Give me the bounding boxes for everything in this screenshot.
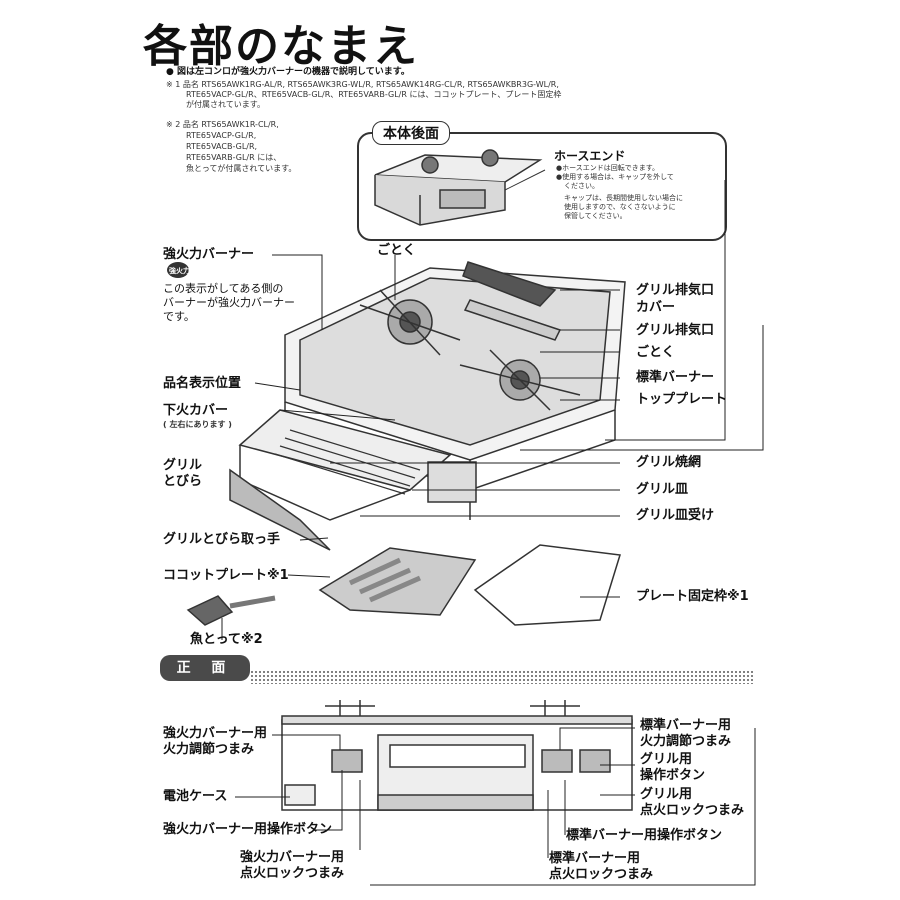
hose-note-4: キャップは、長期間使用しない場合に [564,194,683,202]
note-2-line-1: ※ 2 品名 RTS65AWK1R-CL/R, [166,120,279,129]
front-std-lock-1: 標準バーナー用 [549,851,641,866]
section-divider [250,670,755,684]
front-stove-drawing [281,700,633,811]
label-grill-vent: グリル排気口 [636,323,715,338]
label-grill-net: グリル焼網 [636,455,702,470]
front-grill-lock-2: 点火ロックつまみ [640,803,745,818]
label-top-plate: トッププレート [636,392,728,407]
front-strong-lock-2: 点火ロックつまみ [240,866,345,881]
front-view-tag: 正 面 [160,655,250,681]
page-title: 各部のなまえ [143,21,419,72]
label-grill-door-2: とびら [163,474,203,489]
label-grill-vent-cover-2: カバー [636,300,676,315]
front-grill-button-2: 操作ボタン [640,768,706,783]
note-2-line-3: RTE65VACB-GL/R, [186,142,258,151]
front-strong-knob-1: 強火力バーナー用 [163,726,268,741]
label-plate-frame: プレート固定枠※1 [636,589,749,604]
label-grill-pan: グリル皿 [636,482,689,497]
label-grill-vent-cover-1: グリル排気口 [636,283,715,298]
note-2-line-5: 魚とってが付属されています。 [186,164,297,173]
cocotte-plate-drawing [318,547,477,616]
label-gotoku-top: ごとく [377,243,416,258]
label-model-position: 品名表示位置 [163,376,242,391]
label-gotoku-right: ごとく [636,345,675,360]
note-2-line-2: RTE65VACP-GL/R, [186,131,257,140]
note-1-line-1: ※ 1 品名 RTS65AWK1RG-AL/R, RTS65AWK3RG-WL/… [166,80,559,89]
label-cocotte-plate: ココットプレート※1 [163,568,289,583]
strong-burner-mark-text: 強火力 [169,267,190,275]
strong-burner-mark [167,262,189,278]
hose-end-label: ホースエンド [554,149,626,163]
note-1-line-3: が付属されています。 [186,100,265,109]
hose-note-2: ●使用する場合は、キャップを外して [556,173,674,181]
label-lower-cover: 下火カバー [163,403,229,418]
strong-desc-1: この表示がしてある側の [163,282,284,295]
front-grill-lock-1: グリル用 [640,787,693,802]
front-strong-knob-2: 火力調節つまみ [163,742,255,757]
label-fish-tool: 魚とって※2 [190,632,263,647]
note-1-line-2: RTE65VACP-GL/R、RTE65VACB-GL/R、RTE65VARB-… [186,90,562,99]
strong-desc-3: です。 [163,310,195,323]
label-grill-pan-receiver: グリル皿受け [636,508,715,523]
rear-view-panel [357,132,727,241]
label-std-burner: 標準バーナー [636,370,715,385]
hose-note-5: 使用しますので、なくさないように [564,203,676,211]
rear-view-tag: 本体後面 [372,121,450,145]
note-2-line-4: RTE65VARB-GL/R には、 [186,153,282,162]
front-std-knob-1: 標準バーナー用 [640,718,732,733]
hose-note-1: ●ホースエンドは回転できます。 [556,164,660,172]
strong-desc-2: バーナーが強火力バーナー [163,296,295,309]
front-strong-button: 強火力バーナー用操作ボタン [163,822,333,837]
front-std-knob-2: 火力調節つまみ [640,734,732,749]
front-std-lock-2: 点火ロックつまみ [549,867,654,882]
front-grill-button-1: グリル用 [640,752,693,767]
front-battery-case: 電池ケース [163,789,228,804]
label-lower-cover-note: ( 左右にあります ) [163,420,232,429]
label-door-handle: グリルとびら取っ手 [163,532,281,547]
label-strong-burner: 強火力バーナー [163,247,255,262]
hose-note-3: ください。 [564,182,599,190]
fish-tool-drawing [186,595,276,626]
plate-frame-drawing [473,544,621,626]
front-strong-lock-1: 強火力バーナー用 [240,850,345,865]
front-std-button: 標準バーナー用操作ボタン [566,828,723,843]
hose-note-6: 保管してください。 [564,212,627,220]
label-grill-door-1: グリル [163,458,203,473]
main-note: ● 図は左コンロが強火力バーナーの機器で説明しています。 [166,67,410,77]
rear-stove-drawing [374,149,546,226]
